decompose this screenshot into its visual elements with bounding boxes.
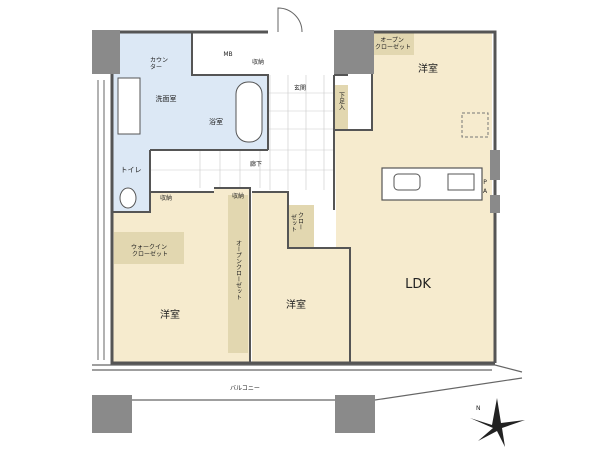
entrance-label: 玄関 <box>294 84 306 92</box>
compass: N <box>470 398 525 447</box>
washroom-label: 洗面室 <box>156 94 177 103</box>
column-e <box>490 150 500 180</box>
cooktop <box>447 173 475 191</box>
shoe-closet-label: 下足入 <box>338 92 345 110</box>
ldk-label: LDK <box>405 277 431 292</box>
open-closet-vertical-fill <box>228 195 248 353</box>
counter-line2: ター <box>150 63 162 71</box>
wet-area-fill <box>112 32 268 212</box>
walk-in-line2: クローゼット <box>132 250 168 258</box>
open-closet-ne-line2: クローゼット <box>375 43 411 51</box>
closet-center-label: クロー <box>297 212 304 230</box>
storage-toilet-label: 収納 <box>160 194 172 202</box>
western-sw-fill <box>112 188 250 363</box>
hallway-label: 廊下 <box>250 160 262 168</box>
kitchen-island <box>381 167 483 201</box>
column-se <box>335 395 375 433</box>
balcony <box>92 364 523 401</box>
compass-rose-icon <box>470 398 525 447</box>
column-e2 <box>490 195 500 213</box>
storage-top-label: 収納 <box>252 58 264 66</box>
toilet-fixture <box>119 187 137 209</box>
west-windows <box>97 80 105 360</box>
closet-center-label-2: ゼット <box>290 213 297 232</box>
column-nw <box>92 30 120 74</box>
walk-in-closet-label: ウォークイン クローゼット <box>131 243 169 258</box>
structural-columns <box>92 30 500 433</box>
open-closet-ne-label: オープン クローゼット <box>375 37 411 51</box>
column-sw <box>92 395 132 433</box>
balcony-label: バルコニー <box>230 385 260 392</box>
pantry-label: P <box>483 179 487 186</box>
pantry-label-2: A <box>483 188 488 195</box>
western-ne-label: 洋室 <box>418 62 438 75</box>
storage-mid-label: 収納 <box>232 192 244 200</box>
outer-wall <box>110 30 497 365</box>
room-labels: LDK 洋室 洋室 洋室 洗面室 浴室 トイレ 玄関 廊下 <box>121 62 439 321</box>
bathtub <box>235 81 263 143</box>
western-sw-label: 洋室 <box>160 308 180 321</box>
wash-basin <box>117 77 141 135</box>
walls <box>110 30 497 365</box>
walk-in-closet-fill <box>114 232 184 264</box>
sink <box>393 173 421 191</box>
storage-labels: オープン クローゼット 下足入 収納 MB カウン ター 収納 収納 ウォークイ… <box>131 37 488 300</box>
open-closet-ne-line1: オープン <box>380 37 404 44</box>
walk-in-line1: ウォークイン <box>131 243 167 251</box>
inner-walls <box>112 32 373 363</box>
open-closet-vertical-label: オープンクローゼット <box>235 240 242 300</box>
entry-door[interactable] <box>277 7 303 33</box>
counter-line1: カウン <box>150 56 168 64</box>
hallway-tiles <box>150 75 334 190</box>
closet-center-fill <box>288 205 314 247</box>
counter-label: カウン ター <box>150 56 170 71</box>
fridge-space <box>461 112 489 138</box>
western-center-fill <box>252 192 350 363</box>
mb-label: MB <box>223 51 232 58</box>
western-center-label: 洋室 <box>286 298 306 311</box>
shoe-closet-fill <box>334 85 348 129</box>
bathroom-label: 浴室 <box>209 117 223 126</box>
compass-north-label: N <box>476 405 481 412</box>
column-ne <box>334 30 374 74</box>
toilet-label: トイレ <box>121 166 142 174</box>
open-closet-ne-fill <box>372 33 414 55</box>
